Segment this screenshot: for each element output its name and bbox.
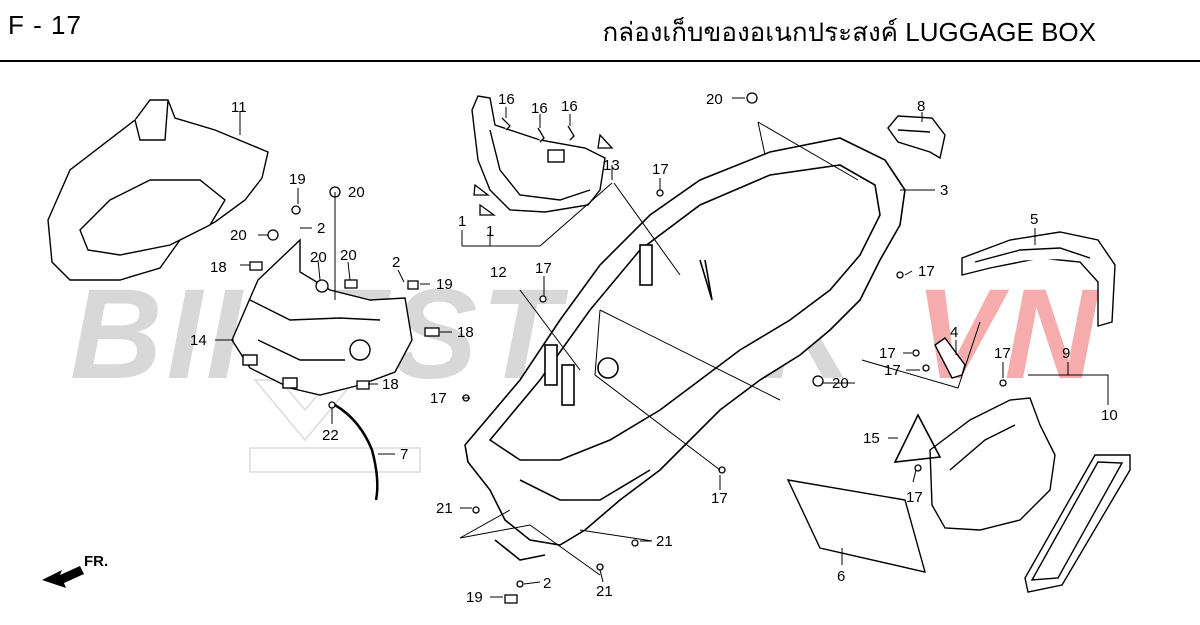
part-label-17: 17: [535, 260, 552, 277]
part-label-20: 20: [706, 91, 723, 108]
part-8-cover: [887, 115, 946, 160]
part-label-18: 18: [457, 324, 474, 341]
part-label-19: 19: [289, 171, 306, 188]
part-label-16: 16: [531, 100, 548, 117]
part-label-17: 17: [906, 489, 923, 506]
part-label-20: 20: [832, 375, 849, 392]
direction-label: FR.: [84, 553, 108, 570]
part-label-10: 10: [1101, 407, 1118, 424]
part-labels: 11 19 2 20 20 18 20 20 2 19 14 18 18 22 …: [190, 91, 1118, 606]
part-label-5: 5: [1030, 211, 1038, 228]
part-label-4: 4: [950, 324, 958, 341]
part-label-16: 16: [561, 98, 578, 115]
part-label-21: 21: [436, 500, 453, 517]
part-7-tube: [334, 403, 379, 501]
part-label-20: 20: [340, 247, 357, 264]
watermark-text-red: VN: [915, 263, 1101, 406]
part-label-1: 1: [486, 223, 494, 240]
page-title: กล่องเก็บของอเนกประสงค์ LUGGAGE BOX: [602, 17, 1096, 47]
part-label-17: 17: [884, 362, 901, 379]
part-label-15: 15: [863, 430, 880, 447]
part-13-pocket: [471, 95, 606, 213]
part-3-luggage-box: [464, 137, 906, 561]
part-5-strip: [961, 231, 1116, 327]
part-label-2: 2: [317, 220, 325, 237]
part-14-bracket: [231, 238, 413, 396]
part-label-18: 18: [210, 259, 227, 276]
part-label-14: 14: [190, 332, 207, 349]
part-label-20: 20: [348, 184, 365, 201]
part-label-19: 19: [466, 589, 483, 606]
leader-lines: [215, 97, 1109, 598]
part-11-cover: [47, 99, 269, 281]
part-9-tray: [929, 397, 1056, 531]
part-label-21: 21: [596, 583, 613, 600]
part-label-20: 20: [310, 249, 327, 266]
part-label-20: 20: [230, 227, 247, 244]
part-label-17: 17: [994, 345, 1011, 362]
part-label-17: 17: [652, 161, 669, 178]
part-15-triangle: [893, 413, 942, 463]
front-direction-indicator: FR.: [42, 553, 108, 588]
part-label-13: 13: [603, 157, 620, 174]
part-label-19: 19: [436, 276, 453, 293]
part-label-16: 16: [498, 91, 515, 108]
part-label-9: 9: [1062, 345, 1070, 362]
part-label-3: 3: [940, 182, 948, 199]
part-label-2: 2: [543, 575, 551, 592]
part-label-17: 17: [430, 390, 447, 407]
part-label-17: 17: [918, 263, 935, 280]
part-label-1: 1: [458, 213, 466, 230]
part-label-22: 22: [322, 427, 339, 444]
part-label-12: 12: [490, 264, 507, 281]
part-6-plate: [786, 479, 926, 573]
part-label-6: 6: [837, 568, 845, 585]
part-label-7: 7: [400, 446, 408, 463]
part-label-21: 21: [656, 533, 673, 550]
parts-diagram: BIKESTOCK VN: [42, 91, 1131, 606]
part-label-17: 17: [879, 345, 896, 362]
part-label-8: 8: [917, 98, 925, 115]
part-label-11: 11: [231, 99, 247, 116]
part-label-2: 2: [392, 254, 400, 271]
page-code: F - 17: [8, 10, 82, 40]
part-label-18: 18: [382, 376, 399, 393]
arrow-left-icon: [42, 566, 84, 588]
part-10-seal: [1024, 454, 1131, 593]
part-label-17: 17: [711, 490, 728, 507]
header-rule: [0, 60, 1200, 62]
header: F - 17 กล่องเก็บของอเนกประสงค์ LUGGAGE B…: [0, 0, 1200, 62]
